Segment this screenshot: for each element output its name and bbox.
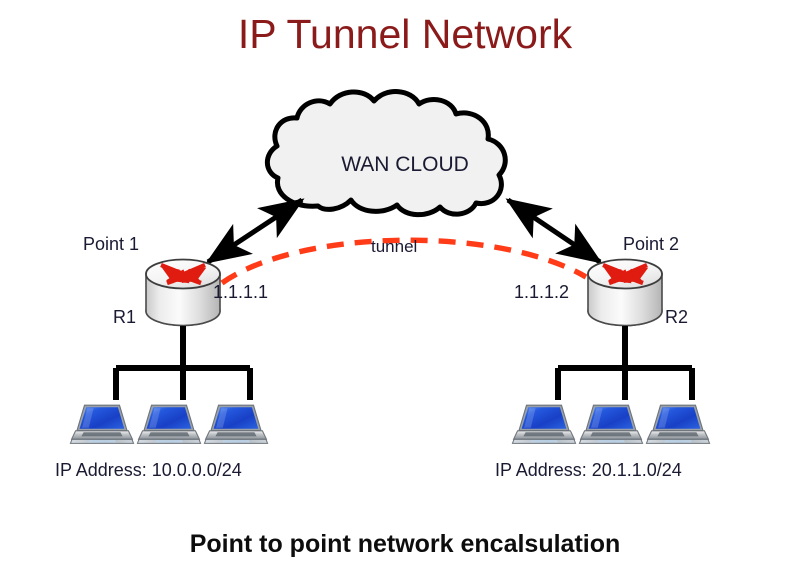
tunnel-endpoint-ip-left: 1.1.1.1: [213, 282, 269, 302]
lan-links-right: [555, 326, 695, 400]
router-r1[interactable]: [146, 260, 220, 326]
subnet-label-right: IP Address: 20.1.1.0/24: [495, 460, 682, 480]
router-r2-label: R2: [665, 307, 689, 327]
router-r1-label: R1: [113, 307, 137, 327]
page-title: IP Tunnel Network: [237, 11, 573, 57]
tunnel-label: tunnel: [371, 237, 418, 256]
wan-cloud-shape: [264, 89, 508, 218]
tunnel-endpoint-ip-right: 1.1.1.2: [514, 282, 570, 302]
point-2-label: Point 2: [623, 234, 680, 254]
host-right-2[interactable]: [578, 404, 644, 444]
wan-cloud-label: WAN CLOUD: [341, 153, 469, 176]
point-1-label: Point 1: [83, 234, 140, 254]
subnet-label-left: IP Address: 10.0.0.0/24: [55, 460, 242, 480]
host-right-1[interactable]: [511, 404, 577, 444]
host-left-1[interactable]: [69, 404, 135, 444]
link-r2-cloud: [505, 197, 603, 265]
diagram-caption: Point to point network encalsulation: [189, 530, 621, 558]
host-left-3[interactable]: [203, 404, 269, 444]
router-r2[interactable]: [588, 260, 662, 326]
host-left-2[interactable]: [136, 404, 202, 444]
link-r1-cloud: [205, 197, 305, 265]
host-right-3[interactable]: [645, 404, 711, 444]
lan-links-left: [113, 326, 253, 400]
tunnel-path: [220, 237, 588, 286]
